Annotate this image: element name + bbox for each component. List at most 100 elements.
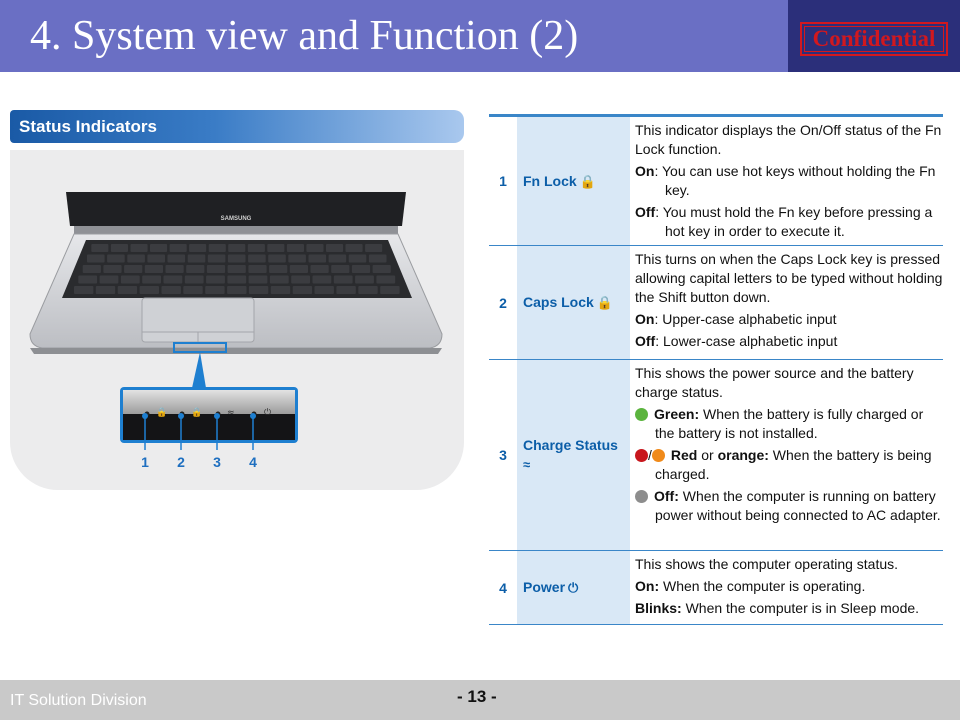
callout-number-2: 2	[177, 454, 185, 470]
keyboard-key	[336, 286, 356, 294]
keyboard-key	[292, 286, 313, 294]
keyboard-key	[358, 286, 378, 294]
keyboard-key	[169, 244, 187, 252]
slide-footer: IT Solution Division - 13 -	[0, 680, 960, 720]
keyboard-key	[107, 254, 125, 263]
keyboard-key	[139, 286, 159, 294]
keyboard-key	[110, 244, 128, 252]
keyboard-key	[365, 244, 383, 252]
keyboard-key	[328, 254, 347, 263]
table-row: 1 Fn Lock🔒 This indicator displays the O…	[489, 117, 943, 246]
keyboard-key	[142, 275, 161, 284]
keyboard-key	[227, 275, 247, 284]
keyboard-key	[186, 265, 205, 273]
indicator-description: This shows the power source and the batt…	[630, 360, 943, 550]
row-number: 3	[499, 447, 507, 463]
description-on: On: When the computer is operating.	[635, 578, 866, 594]
zoom-strip-surface	[123, 390, 295, 414]
description-off: Off: Lower-case alphabetic input	[635, 333, 838, 349]
keyboard-key	[206, 265, 226, 273]
keyboard-key	[355, 275, 374, 284]
description-intro: This shows the computer operating status…	[635, 556, 899, 572]
keyboard-key	[82, 265, 101, 273]
keyboard-key	[95, 286, 116, 294]
callout-number-1: 1	[141, 454, 149, 470]
keyboard-key	[267, 244, 285, 252]
keyboard-key	[206, 275, 225, 284]
keyboard-key	[78, 275, 98, 284]
keyboard-key	[288, 254, 306, 263]
keyboard-key	[208, 244, 226, 252]
keyboard-key	[286, 244, 304, 252]
laptop-hinge	[74, 226, 398, 234]
keyboard-key	[144, 265, 163, 273]
keyboard-key	[306, 244, 324, 252]
callout-number-3: 3	[213, 454, 221, 470]
keyboard-key	[270, 286, 291, 294]
keyboard-key	[99, 275, 119, 284]
description-intro: This shows the power source and the batt…	[635, 365, 914, 400]
keyboard-key	[150, 244, 168, 252]
lock-fn-icon: 🔒	[156, 407, 167, 418]
keyboard-key	[227, 254, 246, 263]
red-status-dot	[635, 449, 648, 462]
keyboard-key	[207, 254, 226, 263]
keyboard-key	[269, 275, 289, 284]
keyboard-key	[308, 254, 327, 263]
description-off: Off: You must hold the Fn key before pre…	[635, 204, 933, 239]
table-row: 3 Charge Status ≈ This shows the power s…	[489, 360, 943, 551]
keyboard-key	[163, 275, 183, 284]
slide-title: 4. System view and Function (2)	[30, 13, 579, 59]
charge-icon: ≈	[523, 457, 531, 472]
lock-fn-icon: 🔒	[579, 173, 596, 189]
keyboard-key	[310, 265, 329, 273]
keyboard-keys	[74, 244, 400, 294]
keyboard-key	[87, 254, 105, 263]
indicator-name-cell: Fn Lock🔒	[517, 117, 630, 245]
page-number: - 13 -	[457, 687, 497, 706]
keyboard-key	[130, 244, 148, 252]
keyboard-key	[331, 265, 350, 273]
keyboard-key	[345, 244, 363, 252]
keyboard-key	[117, 286, 138, 294]
keyboard-key	[228, 244, 246, 252]
keyboard-key	[120, 275, 140, 284]
row-number: 1	[499, 173, 507, 189]
keyboard-key	[248, 254, 266, 263]
indicator-description: This indicator displays the On/Off statu…	[630, 117, 943, 245]
confidential-badge: Confidential	[800, 22, 948, 56]
indicator-name: Charge Status	[523, 437, 618, 453]
keyboard-key	[333, 275, 353, 284]
callout-dots	[142, 413, 256, 419]
keyboard-key	[248, 275, 268, 284]
power-icon: ⏻	[568, 580, 579, 595]
indicator-description: This shows the computer operating status…	[630, 551, 943, 624]
description-intro: This indicator displays the On/Off statu…	[635, 122, 942, 157]
charge-icon: ≈	[227, 408, 235, 418]
indicator-name: Power	[523, 579, 566, 595]
keyboard-key	[161, 286, 181, 294]
orange-status-dot	[651, 449, 665, 462]
keyboard-key	[291, 275, 310, 284]
table-row: 2 Caps Lock🔒 This turns on when the Caps…	[489, 246, 943, 360]
power-icon: ⏻	[264, 407, 271, 418]
section-title: Status Indicators	[19, 117, 157, 136]
keyboard-key	[187, 254, 206, 263]
laptop-brand-logo: SAMSUNG	[221, 216, 252, 222]
keyboard-key	[227, 265, 246, 273]
footer-division: IT Solution Division	[10, 692, 147, 709]
section-banner: Status Indicators	[10, 110, 464, 143]
off-status-dot	[635, 490, 648, 503]
laptop-illustration-panel: SAMSUNG 🔒 🔒 ≈ ⏻	[10, 150, 464, 490]
keyboard-key	[247, 244, 265, 252]
keyboard-key	[167, 254, 186, 263]
keyboard-key	[103, 265, 122, 273]
keyboard-key	[248, 286, 269, 294]
row-number: 2	[499, 294, 507, 311]
keyboard-key	[380, 286, 400, 294]
laptop-screen-bezel	[66, 192, 406, 226]
keyboard-key	[124, 265, 143, 273]
green-status-dot	[635, 408, 648, 421]
keyboard-key	[184, 275, 204, 284]
lock-caps-icon: 🔒	[596, 295, 613, 310]
